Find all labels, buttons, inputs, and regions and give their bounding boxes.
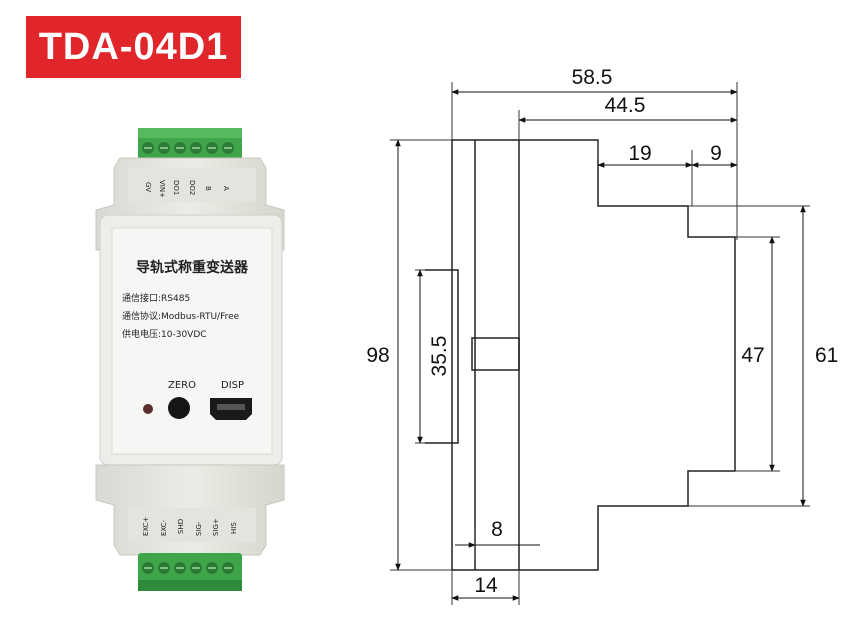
dim-step-width: 19 [628, 142, 651, 165]
bottom-terminal-block [138, 553, 242, 591]
bottom-terminal-labels: EXC+ EXC- SHD SIG- SIG+ HIS [142, 516, 238, 536]
disp-label: DISP [221, 380, 244, 391]
dim-inner-height: 35.5 [428, 336, 451, 377]
device-title: 导轨式称重变送器 [136, 259, 249, 276]
svg-text:B: B [204, 186, 212, 191]
mini-usb-port-icon [210, 398, 252, 420]
dim-body-width: 44.5 [605, 94, 646, 117]
svg-text:VIN+: VIN+ [158, 180, 166, 198]
top-terminal-labels: A B DO2 DO1 VIN+ GV [144, 180, 230, 198]
svg-text:SHD: SHD [177, 519, 185, 534]
clip-pocket [425, 269, 459, 444]
status-led-icon [143, 404, 153, 414]
bottom-label-strip [128, 508, 256, 542]
dim-overall-width: 58.5 [572, 66, 613, 89]
dim-slot-width: 8 [491, 518, 503, 541]
svg-text:EXC+: EXC+ [142, 516, 150, 536]
zero-button[interactable] [168, 397, 190, 419]
svg-text:A: A [222, 186, 230, 191]
svg-text:DO2: DO2 [188, 180, 196, 195]
dim-rail-outer: 61 [815, 344, 838, 367]
model-badge: TDA-04D1 [26, 16, 241, 78]
zero-label: ZERO [168, 380, 196, 391]
dim-base-width: 14 [474, 574, 498, 597]
spec-power: 供电电压:10-30VDC [122, 328, 207, 340]
svg-text:EXC-: EXC- [160, 519, 168, 536]
svg-text:HIS: HIS [230, 522, 238, 534]
svg-text:GV: GV [144, 182, 152, 192]
device-photo: A B DO2 DO1 VIN+ GV 导轨式称重变送器 通信接口:RS485 … [95, 128, 285, 591]
svg-text:SIG-: SIG- [195, 521, 203, 536]
top-label-strip [128, 168, 256, 202]
dim-tip-width: 9 [710, 142, 722, 165]
top-terminal-block [138, 128, 242, 160]
dimension-lines [395, 89, 806, 601]
svg-text:DO1: DO1 [172, 180, 180, 195]
spec-interface: 通信接口:RS485 [122, 292, 190, 304]
dim-total-height: 98 [366, 344, 389, 367]
dim-rail-inner: 47 [741, 344, 764, 367]
svg-text:SIG+: SIG+ [212, 518, 220, 536]
spec-protocol: 通信协议:Modbus-RTU/Free [122, 310, 240, 322]
